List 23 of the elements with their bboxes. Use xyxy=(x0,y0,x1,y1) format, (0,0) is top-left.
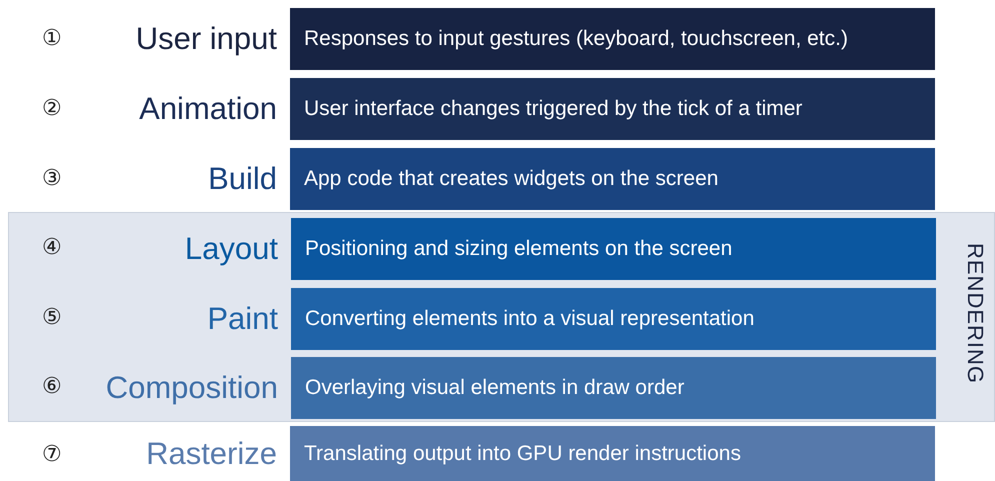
step-description: Overlaying visual elements in draw order xyxy=(305,375,684,401)
step-name: Layout xyxy=(184,230,278,268)
step-name: Rasterize xyxy=(146,435,277,473)
step-description: Translating output into GPU render instructions xyxy=(304,440,741,466)
step-name: Composition xyxy=(106,369,278,407)
step-name: Animation xyxy=(139,90,277,128)
step-description: Positioning and sizing elements on the screen xyxy=(305,236,732,262)
step-description: User interface changes triggered by the tick of a timer xyxy=(304,96,802,122)
step-description: Responses to input gestures (keyboard, touchscreen, etc.) xyxy=(304,26,848,52)
step-description: Converting elements into a visual representation xyxy=(305,306,754,332)
step-name: Paint xyxy=(207,300,278,338)
step-number: ⑤ xyxy=(42,303,62,331)
step-name: Build xyxy=(208,160,277,198)
section-band xyxy=(8,212,995,422)
step-number: ① xyxy=(42,24,62,52)
step-name: User input xyxy=(136,20,277,58)
step-number: ⑥ xyxy=(42,372,62,400)
step-description: App code that creates widgets on the screen xyxy=(304,166,718,192)
section-label: RENDERING xyxy=(962,243,988,384)
step-number: ③ xyxy=(42,164,62,192)
step-number: ② xyxy=(42,94,62,122)
step-number: ⑦ xyxy=(42,440,62,468)
step-number: ④ xyxy=(42,233,62,261)
